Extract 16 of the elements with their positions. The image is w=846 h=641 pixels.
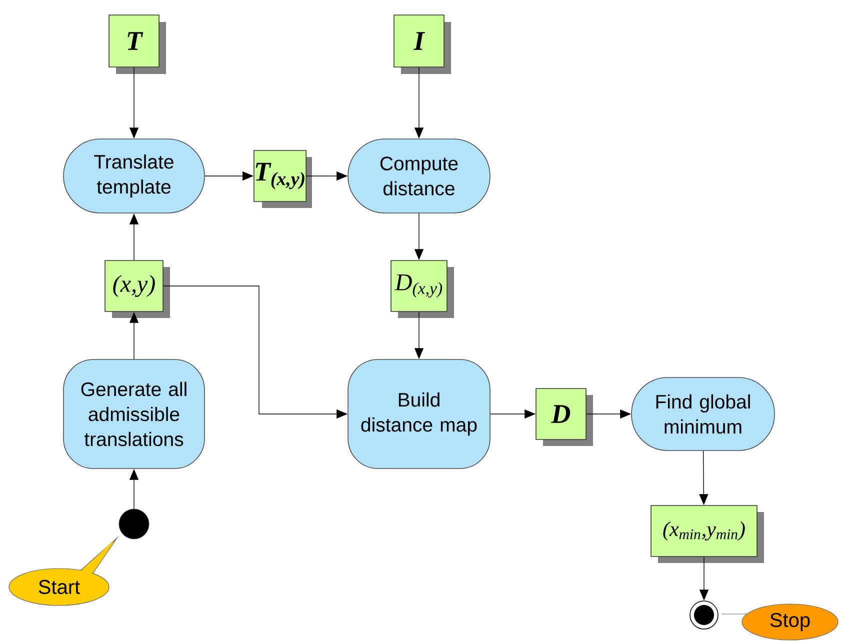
data-box: T <box>108 14 166 74</box>
process-box: Compute distance <box>348 138 490 214</box>
data-box: D$_{(x,y)}$ <box>390 260 454 318</box>
data-box: (x$_{min}$,y$_{min}$) <box>650 505 764 563</box>
end-marker <box>690 600 718 630</box>
data-box: (x,y) <box>104 260 170 318</box>
data-box: D <box>536 388 593 446</box>
callout-bubble: Start <box>8 536 119 606</box>
data-box: I <box>394 14 451 74</box>
start-marker <box>118 508 150 540</box>
callout-bubble: Stop <box>722 604 838 640</box>
process-box: Generate all admissible translations <box>63 359 205 469</box>
process-box: Build distance map <box>348 359 490 469</box>
process-box: Find global minimum <box>631 377 775 451</box>
process-box: Translate template <box>63 138 205 214</box>
data-box: T$_{(x,y)}$ <box>254 150 312 208</box>
